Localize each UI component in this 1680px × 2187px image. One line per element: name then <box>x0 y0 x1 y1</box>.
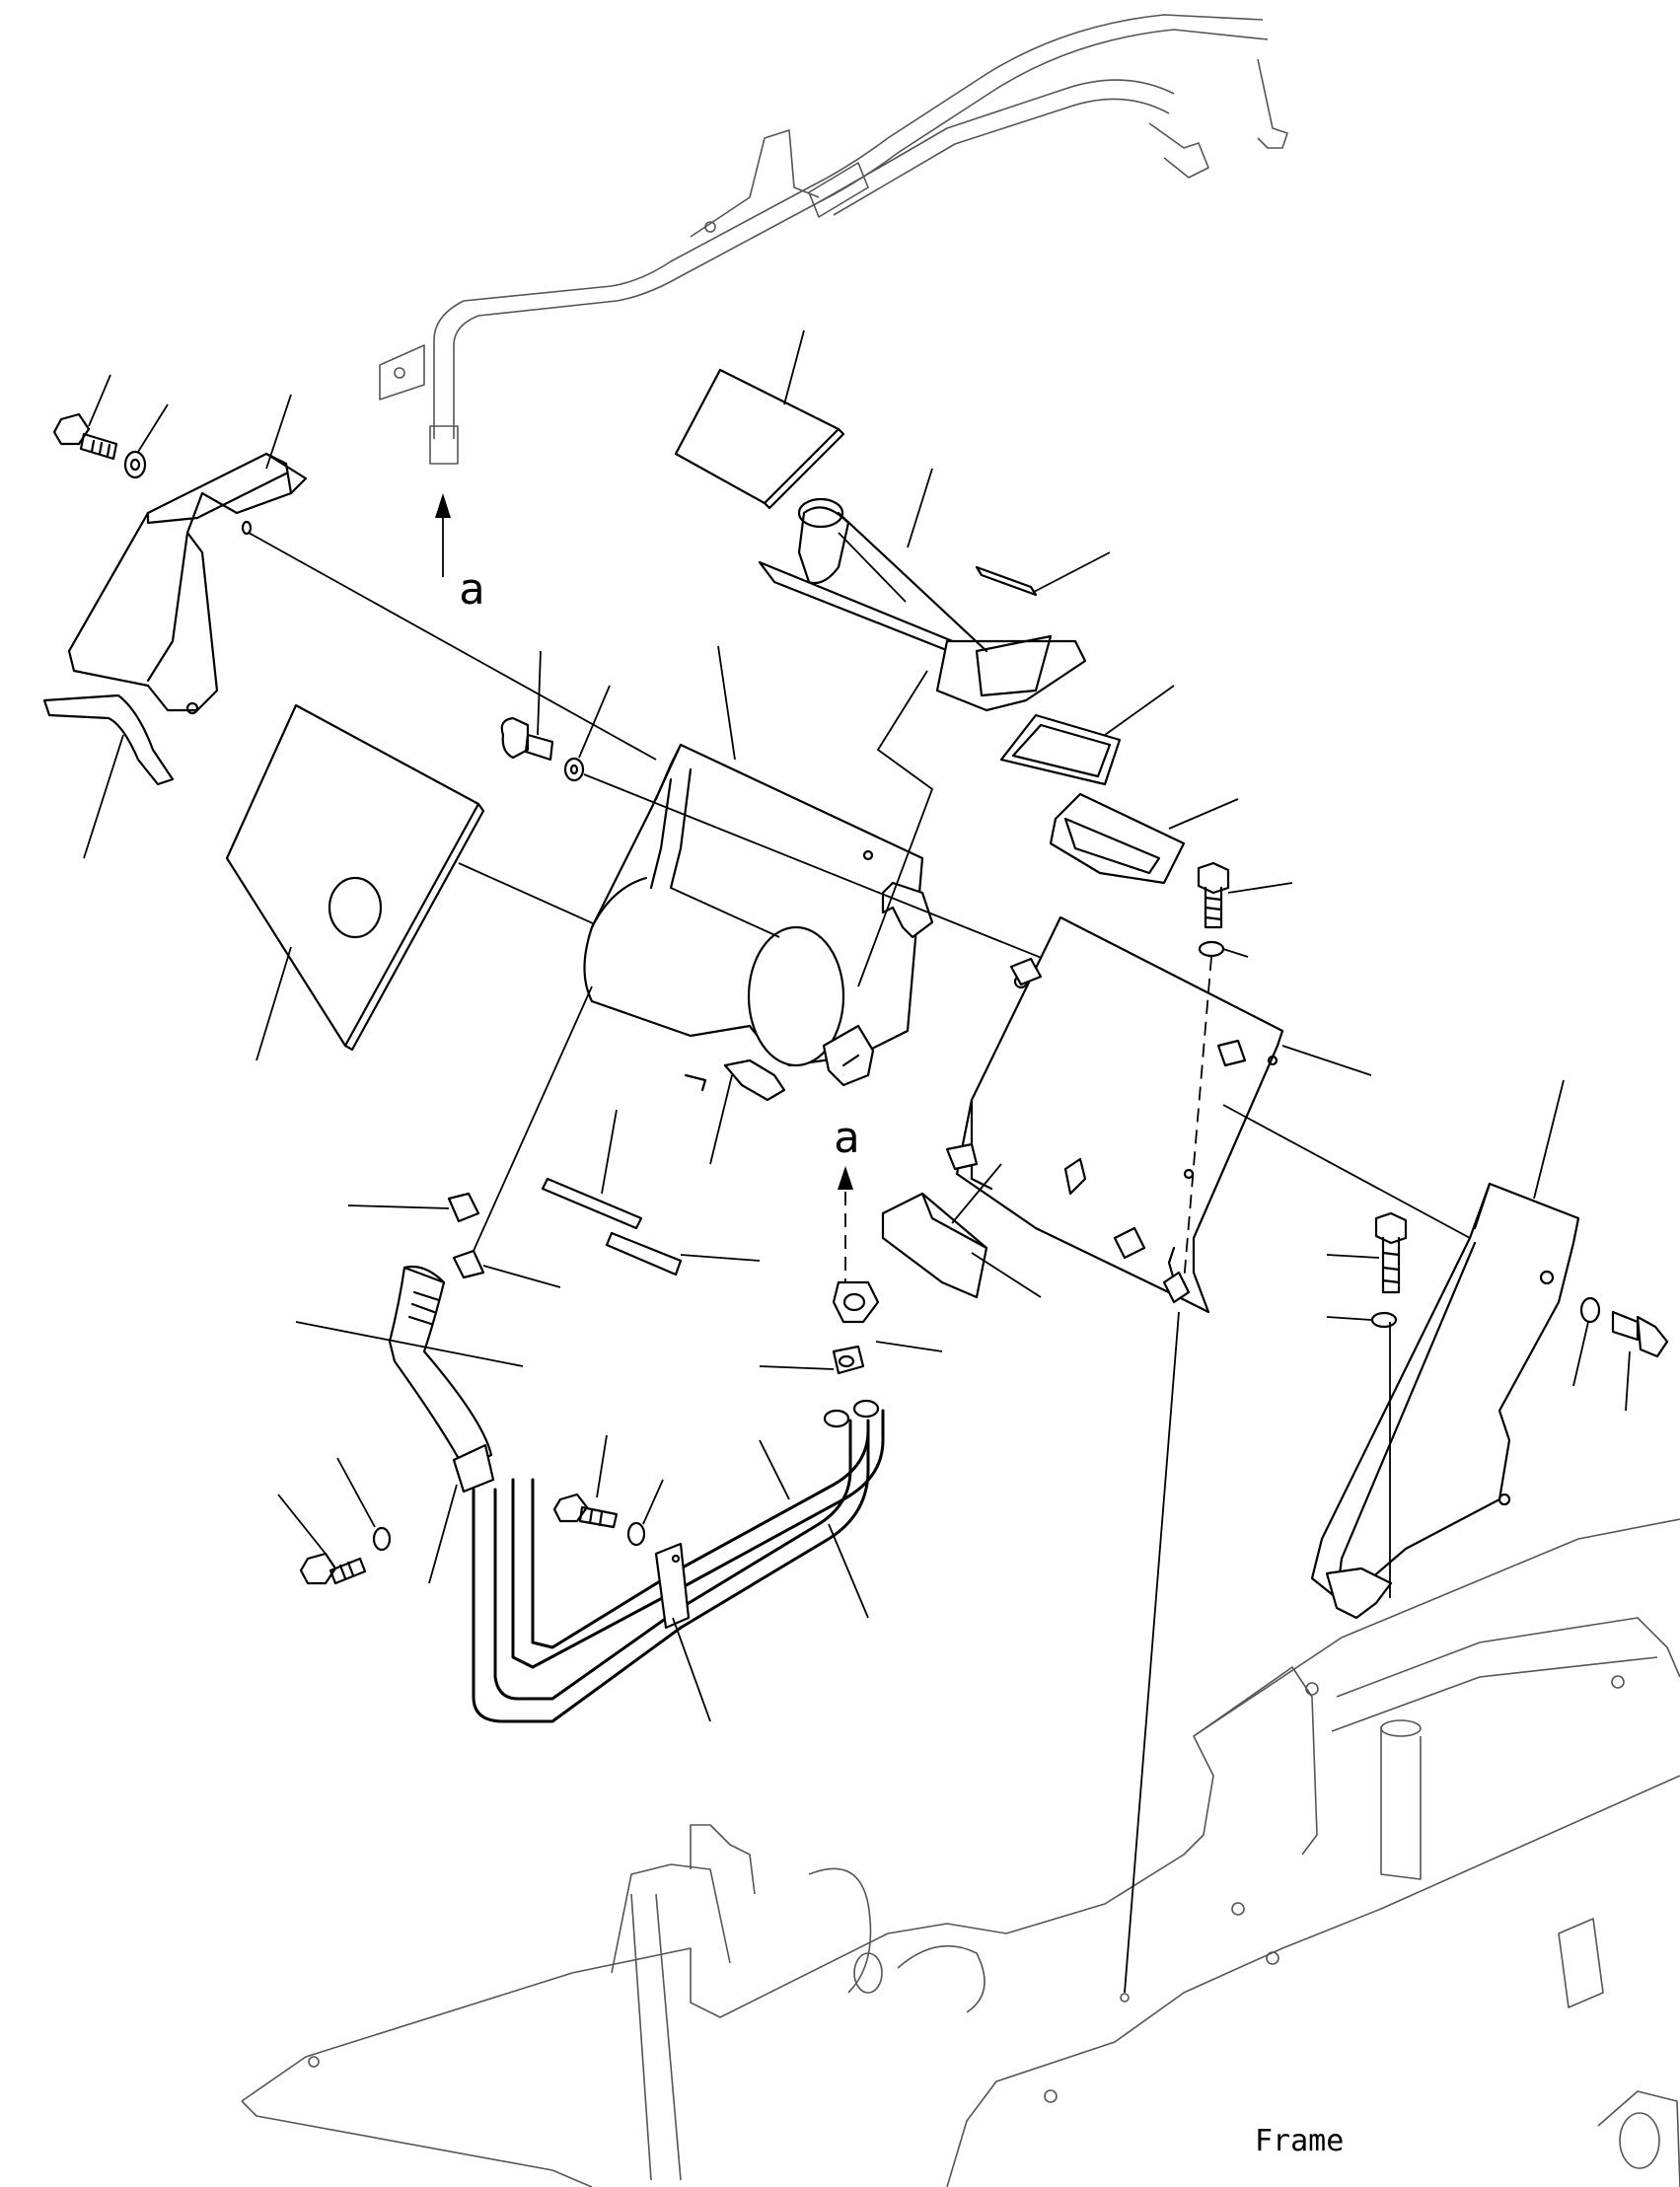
frame-attach-leader <box>1124 1311 1180 1994</box>
view-label-a-lower: a <box>834 1113 860 1163</box>
square-gasket <box>999 685 1175 786</box>
right-tall-cover <box>1222 1079 1580 1620</box>
left-plate <box>225 703 642 1061</box>
center-bolt-washer <box>500 650 1274 1052</box>
frame-label: Frame <box>1255 2124 1344 2158</box>
view-arrow-lower: a <box>834 1113 860 1292</box>
right-center-bracket <box>881 915 1372 1314</box>
lower-hose-assembly <box>295 1265 885 1723</box>
central-duct-housing <box>583 645 934 1165</box>
view-label-a-upper: a <box>459 564 485 615</box>
left-cover-bracket <box>42 374 657 859</box>
right-side-bolts <box>1326 1211 1669 1412</box>
thin-gasket-strip <box>975 551 1111 597</box>
right-top-bolt-washer <box>1183 861 1293 1283</box>
view-arrow-upper: a <box>435 493 485 615</box>
square-duct-cap <box>1049 792 1239 885</box>
upper-plate <box>674 329 845 510</box>
machine-frame <box>241 1518 1680 2187</box>
upper-hose-assembly <box>379 14 1288 465</box>
lower-left-bolts <box>277 1434 664 1585</box>
duct-neck-assembly <box>758 468 1087 712</box>
small-pins-and-clips <box>347 985 943 1375</box>
